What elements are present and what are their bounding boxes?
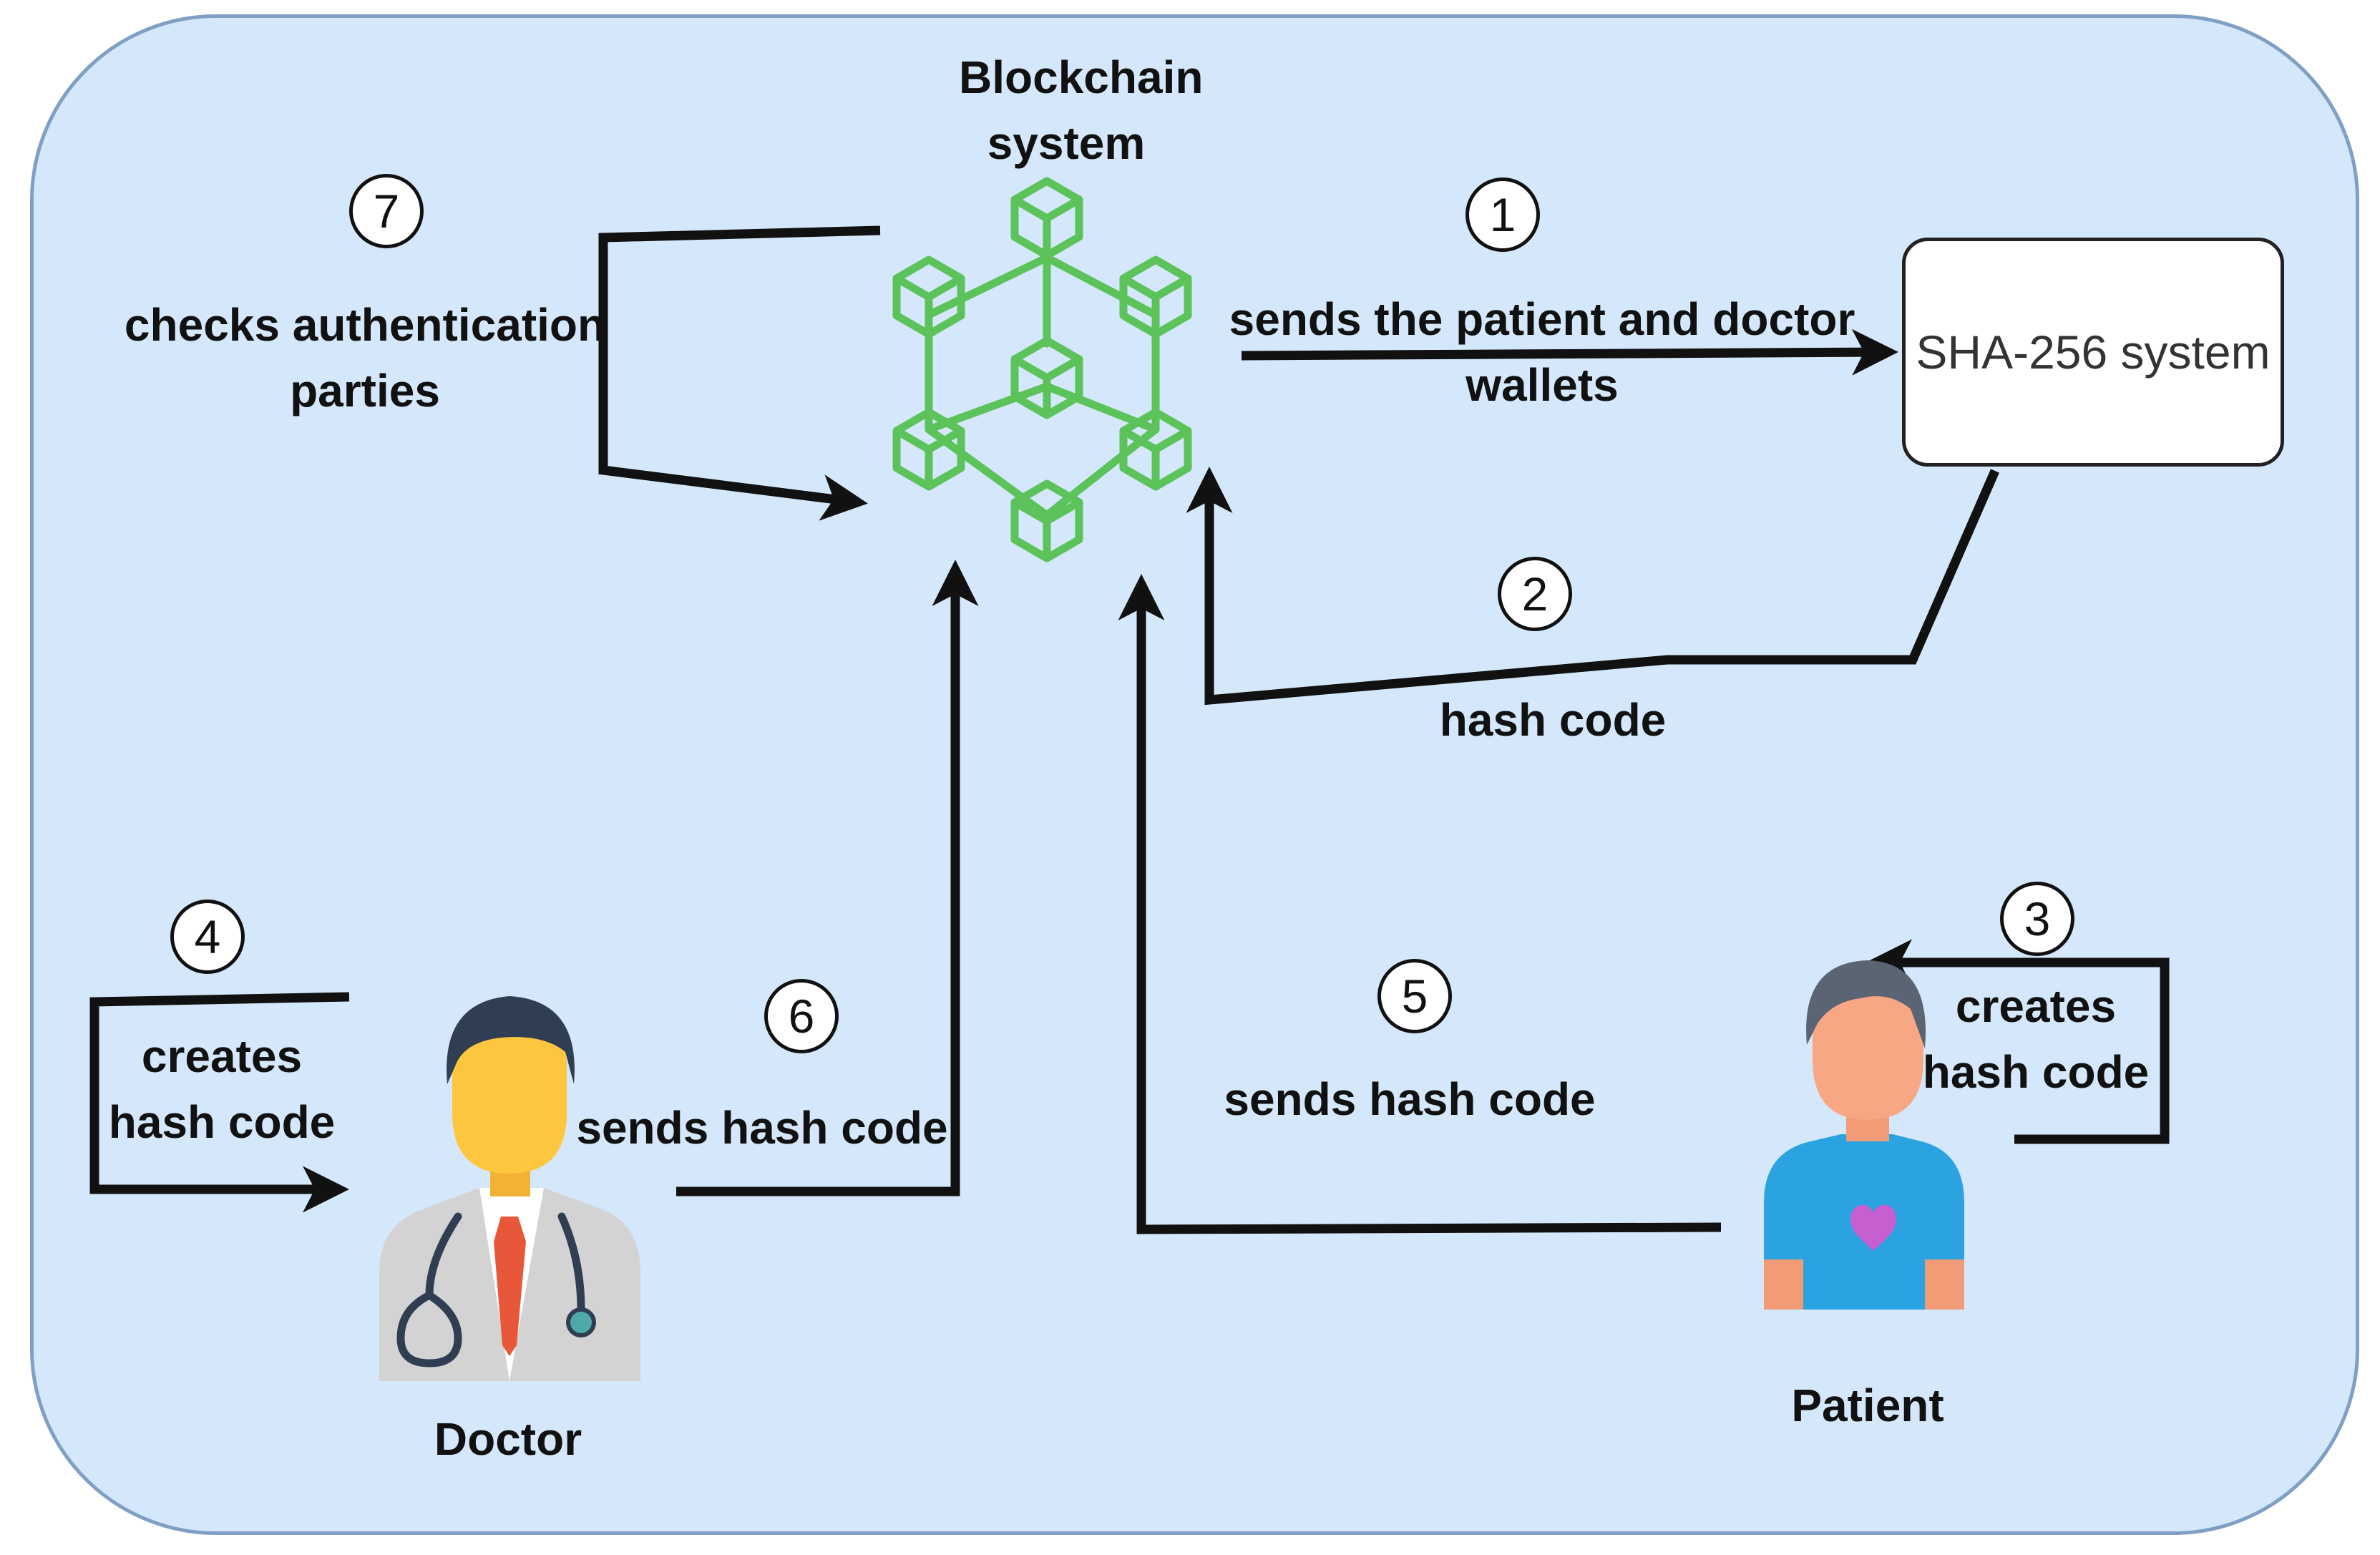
step-4-number: 4 — [170, 900, 245, 974]
patient-icon — [1764, 960, 1964, 1310]
sha-256-system-label: SHA-256 system — [1916, 326, 2271, 379]
patient-arm-right — [1925, 1259, 1964, 1310]
doctor-label: Doctor — [434, 1413, 582, 1465]
doctor-face — [452, 1016, 567, 1174]
doctor-tie — [494, 1217, 526, 1356]
step-7-label: checks authentication parties — [124, 299, 606, 416]
step-5-label: sends hash code — [1224, 1073, 1596, 1125]
doctor-icon — [379, 996, 640, 1381]
arrow-step-3 — [1866, 939, 2170, 1144]
blockchain-cube-center — [1010, 336, 1083, 419]
arrow-step-1 — [1241, 328, 1898, 376]
step-3-number: 3 — [2000, 882, 2074, 956]
step-4-label: creates hash code — [108, 1030, 336, 1148]
step-3-label: creates hash code — [1922, 980, 2150, 1098]
patient-hair — [1806, 960, 1926, 1048]
blockchain-cube-upper-left — [892, 255, 965, 338]
blockchain-cube-bottom — [1010, 479, 1083, 562]
step-6-label: sends hash code — [576, 1102, 948, 1154]
step-7-number: 7 — [349, 174, 424, 248]
blockchain-label: Blockchain system — [959, 52, 1204, 169]
arrow-step-4 — [89, 992, 350, 1213]
patient-face — [1813, 970, 1923, 1120]
doctor-stethoscope — [396, 1212, 585, 1368]
step-2-number: 2 — [1498, 557, 1572, 631]
step-6-number: 6 — [764, 979, 839, 1053]
step-1-label: sends the patient and doctor wallets — [1229, 293, 1855, 411]
blockchain-cubes-icon — [892, 177, 1192, 562]
doctor-hair — [447, 996, 575, 1084]
blockchain-links — [925, 253, 1160, 520]
heart-icon — [1850, 1204, 1896, 1251]
step-2-label: hash code — [1439, 694, 1667, 746]
step-1-number: 1 — [1465, 177, 1540, 252]
blockchain-cube-top — [1010, 177, 1083, 260]
arrow-step-6 — [676, 560, 979, 1196]
arrow-step-7 — [598, 225, 881, 521]
patient-label: Patient — [1791, 1380, 1944, 1431]
blockchain-cube-upper-right — [1119, 255, 1192, 338]
stethoscope-chestpiece — [566, 1307, 596, 1337]
arrow-step-5 — [1118, 574, 1722, 1234]
arrow-step-2 — [1186, 467, 1999, 706]
blockchain-cube-lower-right — [1119, 408, 1192, 491]
step-5-number: 5 — [1377, 959, 1452, 1033]
sha-256-system-box: SHA-256 system — [1902, 238, 2284, 467]
blockchain-cube-lower-left — [892, 408, 965, 491]
patient-arm-left — [1764, 1259, 1803, 1310]
